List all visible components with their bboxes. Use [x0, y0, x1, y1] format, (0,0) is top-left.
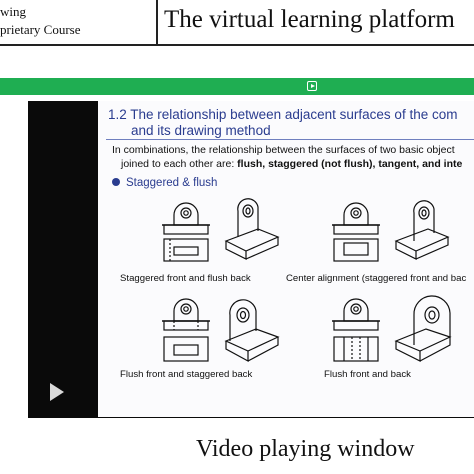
bullet-dot-icon [112, 178, 120, 186]
header-divider-vertical [156, 0, 158, 44]
platform-title: The virtual learning platform [164, 6, 455, 33]
figure-caption-4: Flush front and back [324, 369, 411, 380]
header-divider-horizontal [0, 44, 474, 46]
bullet-label: Staggered & flush [126, 177, 218, 189]
course-label: wing prietary Course [0, 0, 160, 42]
figure-flush-front-staggered-back [162, 298, 280, 363]
play-icon[interactable] [50, 383, 64, 401]
body-line-2-prefix: joined to each other are: [121, 158, 238, 170]
slide-title-rule [106, 139, 474, 140]
figure-caption-1: Staggered front and flush back [120, 273, 251, 284]
play-icon[interactable] [307, 81, 317, 91]
bullet-staggered-flush: Staggered & flush [112, 177, 217, 189]
lecture-slide: 1.2 The relationship between adjacent su… [98, 101, 474, 417]
player-toolbar [0, 78, 474, 95]
figure-caption-3: Flush front and staggered back [120, 369, 253, 380]
slide-title-line-1: 1.2 The relationship between adjacent su… [108, 107, 458, 122]
figure-caption-2: Center alignment (staggered front and ba… [286, 273, 467, 284]
course-line-1: wing [0, 4, 26, 19]
slide-body-line-2: joined to each other are: flush, stagger… [121, 158, 462, 170]
figure-center-alignment [332, 200, 450, 262]
slide-title-line-2: and its drawing method [131, 123, 271, 138]
figure-staggered-front-flush-back [162, 198, 280, 262]
slide-body-line-1: In combinations, the relationship betwee… [112, 144, 455, 156]
figure-flush-front-and-back [332, 295, 452, 362]
video-caption: Video playing window [196, 436, 415, 462]
course-line-2: prietary Course [0, 22, 81, 37]
body-line-2-bold: flush, staggered (not flush), tangent, a… [237, 158, 463, 170]
